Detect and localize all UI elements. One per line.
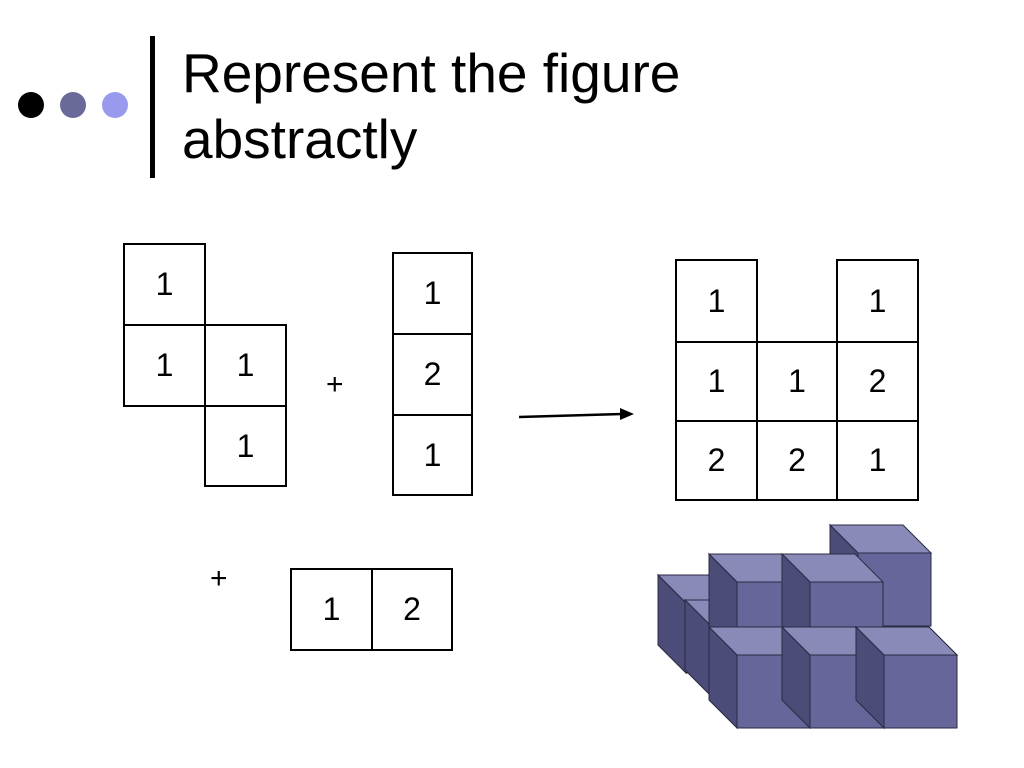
slide-title: Represent the figure abstractly [182, 40, 982, 172]
piece-c-cell: 1 [290, 568, 373, 651]
piece-a-cell: 1 [204, 405, 287, 487]
piece-b-cell: 1 [392, 414, 473, 496]
plus-sign: + [326, 368, 344, 401]
title-line-1: Represent the figure [182, 42, 681, 104]
bullet-dot-lavender [102, 92, 128, 118]
piece-c-cell: 2 [371, 568, 453, 651]
piece-a-cell: 1 [204, 324, 287, 407]
piece-a-cell: 1 [123, 243, 206, 326]
bullet-dot-slate [60, 92, 86, 118]
piece-a-cell: 1 [123, 324, 206, 407]
result-cell: 1 [836, 420, 919, 501]
plus-sign: + [210, 562, 228, 595]
piece-b-cell: 2 [392, 333, 473, 416]
result-cell: 1 [836, 259, 919, 343]
title-rule [150, 36, 155, 178]
bullet-dots [14, 92, 134, 120]
cube-face [883, 654, 958, 729]
title-line-2: abstractly [182, 108, 418, 170]
result-cell: 1 [756, 341, 838, 422]
result-cell: 2 [675, 420, 758, 501]
bullet-dot-black [18, 92, 44, 118]
